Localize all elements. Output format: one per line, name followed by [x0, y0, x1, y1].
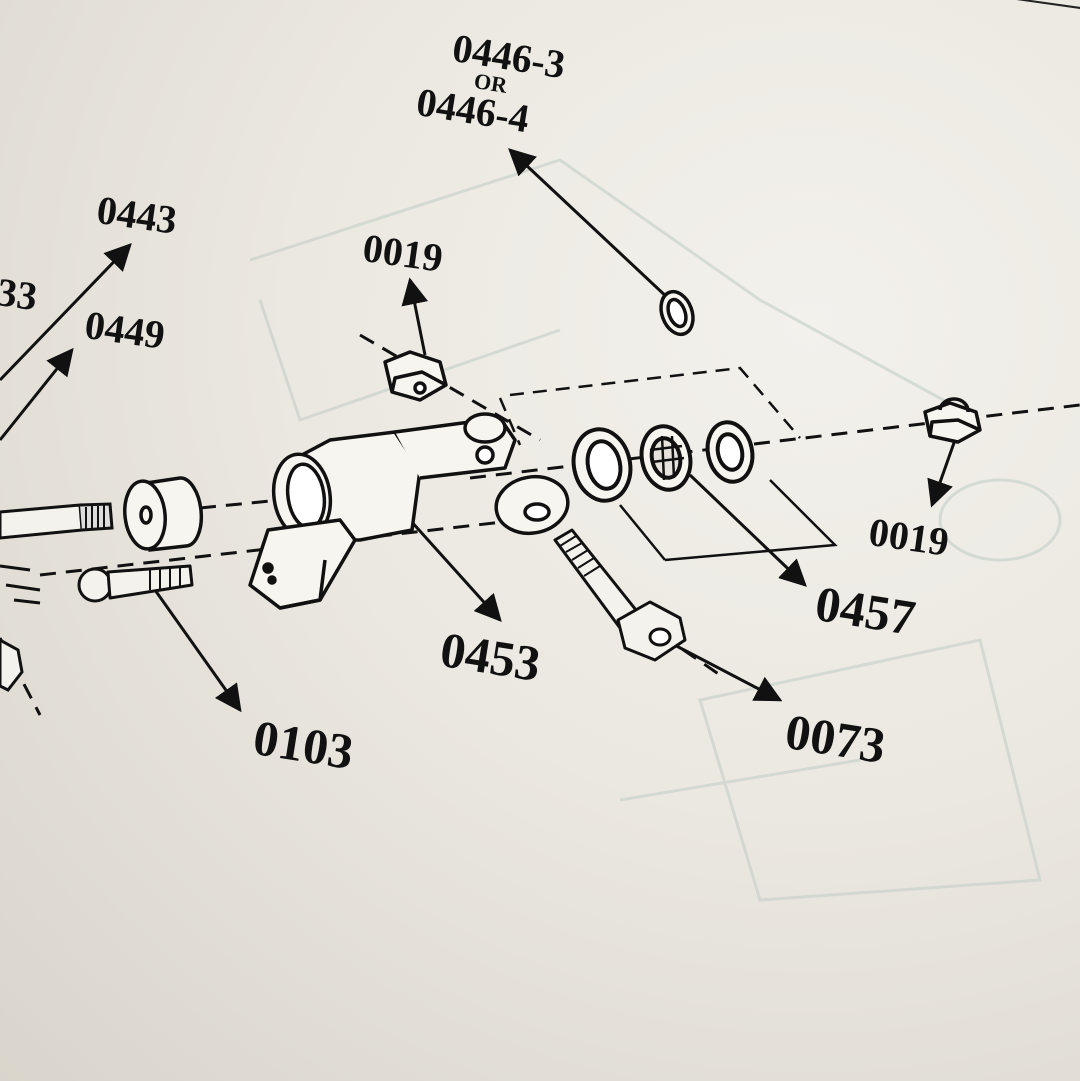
threaded-stud — [553, 528, 687, 662]
leader-arrows — [0, 148, 957, 713]
label-0449: 0449 — [82, 302, 168, 358]
thin-washer — [659, 289, 695, 337]
bearing-stack — [571, 420, 755, 503]
cap-nut-right — [923, 397, 982, 444]
ball-stud — [0, 564, 194, 605]
hex-nut-top — [383, 350, 448, 402]
label-0019-top: 0019 — [360, 225, 446, 281]
spacer-bushing — [123, 476, 204, 552]
lower-left-fragment — [0, 638, 24, 692]
tie-rod-end-housing — [248, 412, 570, 610]
label-0019-right: 0019 — [866, 509, 952, 565]
left-threaded-rod — [0, 502, 114, 540]
ghost-bleed-through — [249, 158, 1062, 902]
bearing-group-bracket — [498, 366, 801, 446]
label-partial-33: 33 — [0, 269, 41, 320]
bearing-group-bracket-solid — [619, 479, 838, 562]
label-0443: 0443 — [94, 187, 180, 243]
